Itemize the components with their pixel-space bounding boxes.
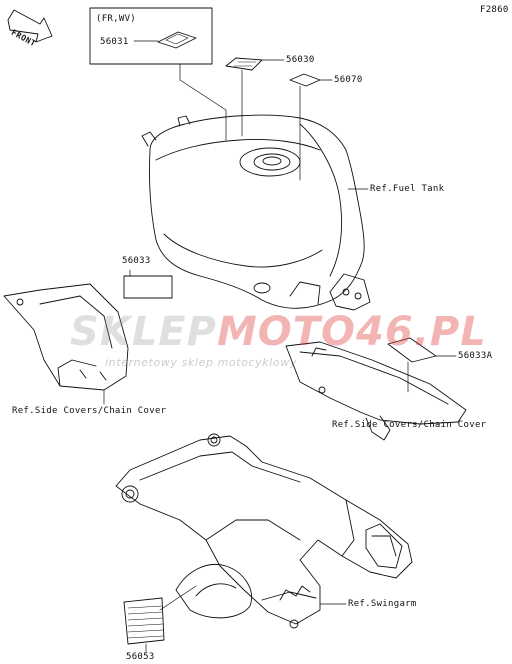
label-56070-shape xyxy=(289,73,321,87)
watermark-tagline: internetowy sklep motocyklowy xyxy=(105,356,297,369)
figure-code: F2860 xyxy=(480,5,509,15)
swingarm-drawing xyxy=(115,433,413,629)
label-56053-shape xyxy=(123,597,165,645)
part-56033A: 56033A xyxy=(458,351,493,361)
fuel-tank-drawing xyxy=(141,114,371,311)
ref-side-covers-left: Ref.Side Covers/Chain Cover xyxy=(12,406,167,416)
ref-side-covers-right: Ref.Side Covers/Chain Cover xyxy=(332,420,487,430)
label-56030-shape xyxy=(225,57,263,71)
watermark-logo: SKLEPMOTO46.PL xyxy=(70,309,487,355)
part-56053: 56053 xyxy=(126,652,155,662)
variant-label: (FR,WV) xyxy=(96,14,137,24)
part-56070: 56070 xyxy=(334,75,363,85)
ref-swingarm: Ref.Swingarm xyxy=(348,599,417,609)
ref-fuel-tank: Ref.Fuel Tank xyxy=(370,184,445,194)
part-56033: 56033 xyxy=(122,256,151,266)
label-56033-shape xyxy=(123,275,173,299)
front-arrow-icon xyxy=(7,9,53,43)
chain-cover-drawing xyxy=(285,341,467,441)
part-56030: 56030 xyxy=(286,55,315,65)
part-56031: 56031 xyxy=(100,37,129,47)
left-side-cover-drawing xyxy=(3,283,129,391)
label-56031-shape xyxy=(157,31,197,49)
variant-box xyxy=(89,7,213,65)
